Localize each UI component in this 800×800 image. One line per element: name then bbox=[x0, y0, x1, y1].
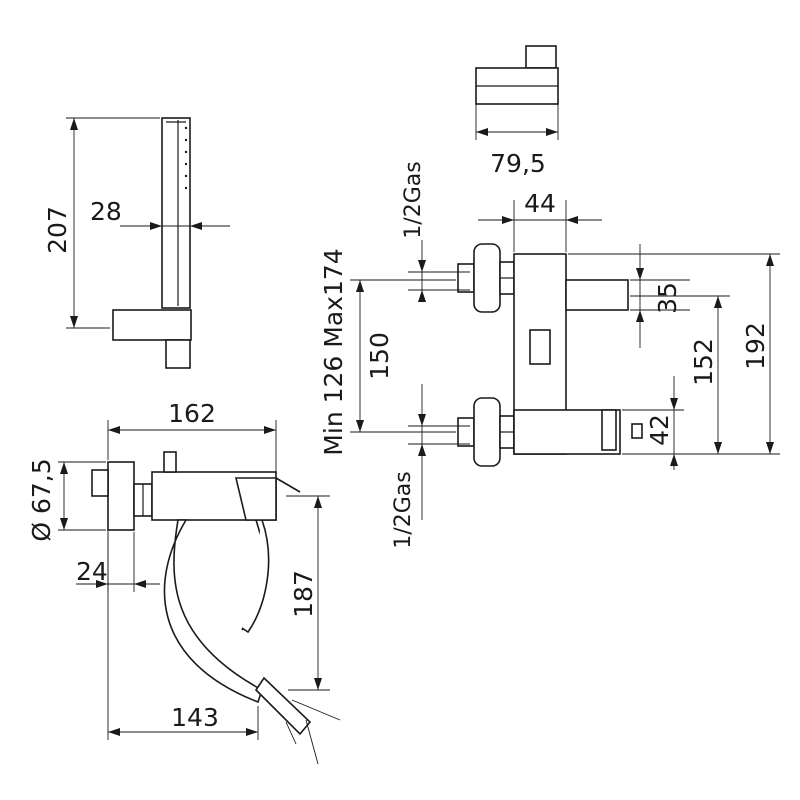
hand-shower-view: 207 28 bbox=[43, 117, 230, 369]
bottom-inlet-pipe bbox=[457, 417, 475, 447]
dim-24: 24 bbox=[76, 557, 108, 586]
dim-min-max: Min 126 Max174 bbox=[319, 248, 348, 455]
lever-base bbox=[234, 477, 277, 521]
spout bbox=[163, 519, 263, 704]
top-cap bbox=[163, 451, 177, 473]
dim-diameter-67-5: Ø 67,5 bbox=[27, 458, 56, 541]
hand-shower-handle bbox=[161, 117, 191, 309]
dim-half-gas-top: 1/2Gas bbox=[401, 161, 426, 238]
dim-187: 187 bbox=[289, 570, 318, 618]
dim-143: 143 bbox=[171, 703, 219, 732]
dim-half-gas-bottom: 1/2Gas bbox=[391, 471, 416, 548]
dim-44: 44 bbox=[524, 189, 556, 218]
upper-outlet bbox=[565, 279, 629, 311]
diverter-knob bbox=[631, 423, 643, 439]
wall-bracket-body bbox=[112, 309, 192, 341]
diverter-face bbox=[601, 409, 617, 451]
aerator bbox=[254, 676, 312, 736]
dim-79-5: 79,5 bbox=[490, 149, 546, 178]
top-eccentric bbox=[473, 243, 501, 313]
dim-150: 150 bbox=[365, 332, 394, 380]
dim-42: 42 bbox=[645, 414, 674, 446]
front-window bbox=[529, 329, 551, 365]
dim-207: 207 bbox=[43, 206, 72, 254]
bracket-connector bbox=[165, 339, 191, 369]
dim-35: 35 bbox=[653, 282, 682, 314]
mixer-side-view: Ø 67,5 24 162 187 143 bbox=[27, 399, 341, 765]
bracket-tab bbox=[525, 45, 557, 69]
wall-flange bbox=[107, 461, 135, 531]
top-inlet-pipe bbox=[457, 263, 475, 293]
mixer-front-view: 1/2Gas 1/2Gas 150 Min 126 Max174 44 35 bbox=[319, 161, 780, 549]
lever-line bbox=[275, 477, 301, 493]
spray-holes bbox=[184, 126, 188, 190]
inlet-nut bbox=[91, 469, 109, 497]
dim-192: 192 bbox=[741, 322, 770, 370]
bracket-view: 79,5 bbox=[475, 45, 559, 178]
dim-28: 28 bbox=[90, 197, 122, 226]
bottom-eccentric bbox=[473, 397, 501, 467]
dim-152: 152 bbox=[689, 338, 718, 386]
dim-162: 162 bbox=[168, 399, 216, 428]
